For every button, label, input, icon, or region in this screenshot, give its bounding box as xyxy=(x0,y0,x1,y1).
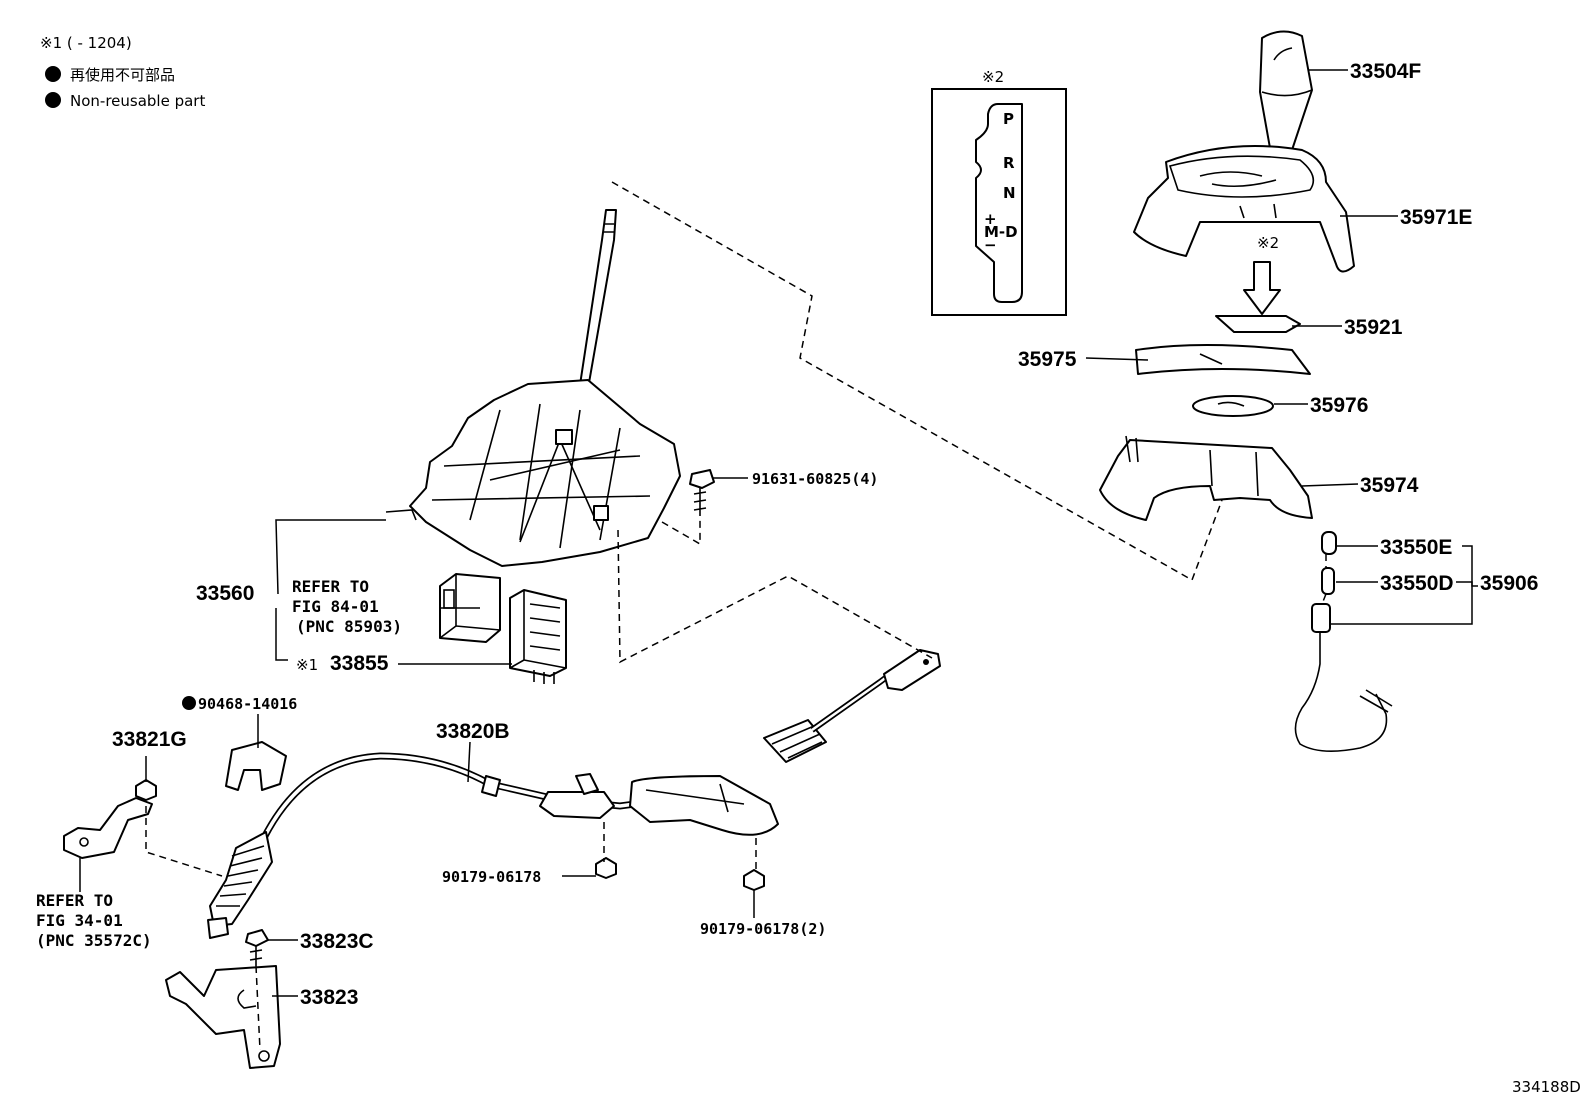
non-reusable-dot-icon xyxy=(45,66,61,82)
non-reusable-dot-icon xyxy=(182,696,196,710)
label-33855: 33855 xyxy=(330,652,389,675)
part-labels: 33504F 35971E 35921 35975 35976 35974 33… xyxy=(112,60,1538,1009)
plate-35921-illustration xyxy=(1215,315,1301,333)
gate-label-minus: − xyxy=(984,236,997,254)
bolt-33823C-illustration xyxy=(245,929,269,966)
legend-note-en: Non-reusable part xyxy=(70,92,205,110)
label-35921: 35921 xyxy=(1344,316,1403,339)
shift-gate-inset: ※2 P R N + M-D − xyxy=(931,68,1067,316)
plate-35976-illustration xyxy=(1192,395,1274,417)
label-35906: 35906 xyxy=(1480,572,1538,595)
bracket-33823-illustration xyxy=(165,965,281,1069)
plate-35975-illustration xyxy=(1135,344,1311,375)
gate-label-n: N xyxy=(1003,184,1016,202)
gate-label-plus: + xyxy=(984,210,997,228)
leader-lines xyxy=(79,69,1478,997)
nut-33821G-illustration xyxy=(135,779,157,801)
label-33560: 33560 xyxy=(196,582,254,605)
assembly-dashed-lines xyxy=(145,181,1327,1051)
label-35974: 35974 xyxy=(1360,474,1419,497)
bracket-33821-illustration xyxy=(63,797,153,859)
shift-bezel-illustration xyxy=(1133,145,1355,273)
legend: ※1 ( - 1204) 再使用不可部品 Non-reusable part xyxy=(40,34,205,110)
bulb-33550E-illustration xyxy=(1321,531,1337,555)
housing-35974-illustration xyxy=(1099,435,1313,521)
cable-end-boot-illustration xyxy=(207,831,273,939)
label-33550D: 33550D xyxy=(1380,572,1454,595)
selector-lever-illustration xyxy=(385,209,681,567)
gate-label-p: P xyxy=(1003,110,1014,128)
down-arrow-icon xyxy=(1243,261,1281,315)
control-cable-illustration xyxy=(256,649,941,848)
inset-mark: ※2 xyxy=(982,68,1004,86)
gate-label-r: R xyxy=(1003,154,1015,172)
ref1-line2: FIG 84-01 xyxy=(292,597,379,616)
label-90468-14016: 90468-14016 xyxy=(198,695,297,713)
ref1-line1: REFER TO xyxy=(292,577,369,596)
label-91631-60825: 91631-60825(4) xyxy=(752,470,878,488)
clip-90468-illustration xyxy=(225,741,287,791)
figure-id: 334188D xyxy=(1512,1078,1581,1096)
label-33820B: 33820B xyxy=(436,720,510,743)
ref2-line3: (PNC 35572C) xyxy=(36,931,152,950)
shift-knob-illustration xyxy=(1259,30,1313,151)
gate-label-md: M-D xyxy=(984,223,1018,241)
ref2-line2: FIG 34-01 xyxy=(36,911,123,930)
non-reusable-dot-icon xyxy=(45,92,61,108)
label-35975: 35975 xyxy=(1018,348,1077,371)
reference-note-fig34: REFER TO FIG 34-01 (PNC 35572C) xyxy=(36,891,152,950)
connector-33855-illustration xyxy=(509,589,567,684)
label-33823: 33823 xyxy=(300,986,358,1009)
bolt-91631-illustration xyxy=(689,469,715,516)
ref2-line1: REFER TO xyxy=(36,891,113,910)
label-33550E: 33550E xyxy=(1380,536,1452,559)
nut-90179-illustration xyxy=(595,857,765,891)
reference-note-fig84: REFER TO FIG 84-01 (PNC 85903) xyxy=(292,577,402,636)
label-90179-06178: 90179-06178 xyxy=(442,868,541,886)
label-33855-mark: ※1 xyxy=(296,656,318,674)
legend-note-1: ※1 ( - 1204) xyxy=(40,34,132,52)
mark2-label: ※2 xyxy=(1257,234,1279,252)
bulb-33550D-illustration xyxy=(1321,567,1335,595)
label-90179-06178-2: 90179-06178(2) xyxy=(700,920,826,938)
label-33823C: 33823C xyxy=(300,930,374,953)
legend-note-jp: 再使用不可部品 xyxy=(70,66,175,84)
label-33504F: 33504F xyxy=(1350,60,1421,83)
label-33821G: 33821G xyxy=(112,728,187,751)
ref1-line3: (PNC 85903) xyxy=(296,617,402,636)
label-35976: 35976 xyxy=(1310,394,1368,417)
label-35971E: 35971E xyxy=(1400,206,1472,229)
lamp-socket-wire-illustration xyxy=(1294,603,1393,752)
